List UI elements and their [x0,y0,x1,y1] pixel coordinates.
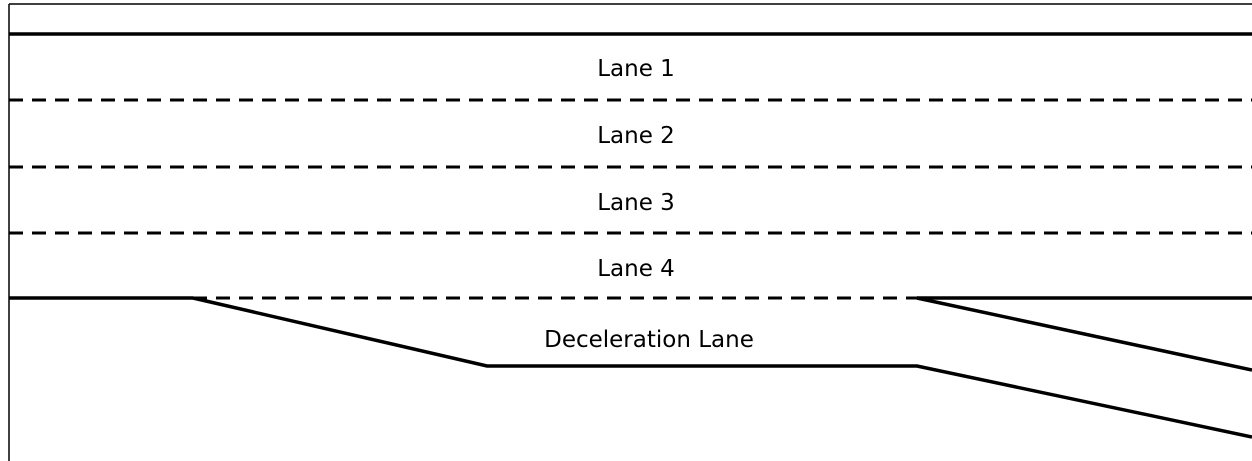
lane-3-label: Lane 3 [597,190,675,216]
deceleration-lane-outer-edge [192,296,1252,439]
off-ramp-gore-line [916,296,1252,372]
lane-4-label: Lane 4 [597,256,675,282]
deceleration-lane-label: Deceleration Lane [544,327,754,353]
lane-2-label: Lane 2 [597,123,675,149]
lane-1-label: Lane 1 [597,56,675,82]
